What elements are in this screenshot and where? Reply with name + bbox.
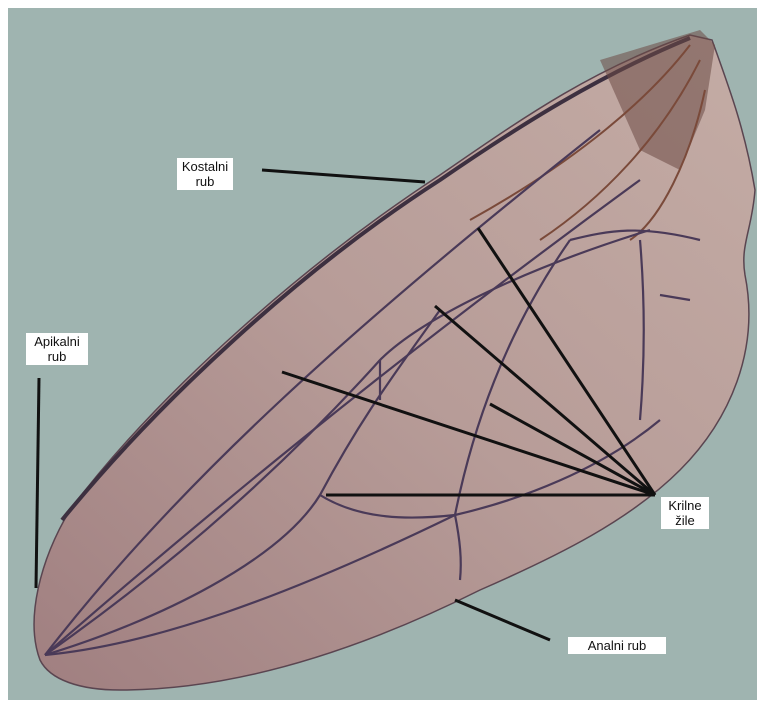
pointer-costal (262, 170, 425, 182)
label-anal-margin: Analni rub (568, 637, 666, 654)
label-wing-veins: Krilne žile (661, 497, 709, 529)
pointer-apical (36, 378, 39, 588)
label-apical-margin: Apikalni rub (26, 333, 88, 365)
pointer-anal (455, 600, 550, 640)
label-costal-margin: Kostalni rub (177, 158, 233, 190)
